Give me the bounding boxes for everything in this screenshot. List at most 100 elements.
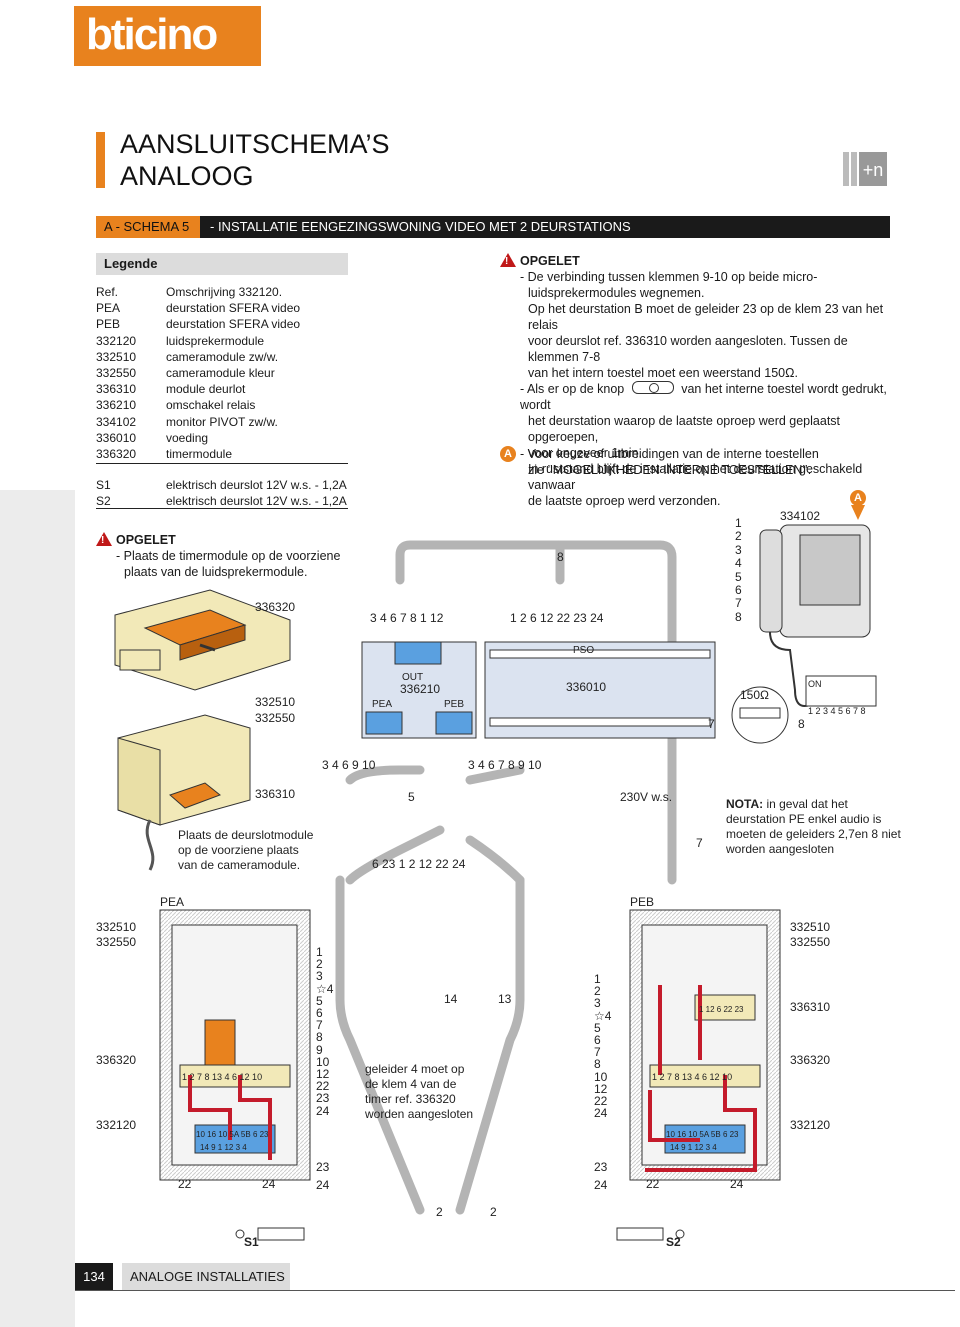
footer-section: ANALOGE INSTALLATIES [122,1263,290,1291]
legend-desc: elektrisch deurslot 12V w.s. - 1,2A [166,478,347,492]
peb-ref-332510: 332510 [790,920,831,934]
legend-desc: deurstation SFERA video [166,301,301,316]
timer-module-illustration [114,589,291,691]
cable-bundles [335,540,677,1215]
placement-note: Plaats de deurslotmodule op de voorziene… [178,828,314,872]
pea-ref-336320: 336320 [96,1053,137,1067]
legend-desc: monitor PIVOT zw/w. [166,414,278,429]
lbl-332510: 332510 [255,695,296,709]
right-terminal: 3 [594,996,601,1011]
legend-desc: cameramodule kleur [166,366,275,380]
psu-336010 [484,641,716,739]
wire-14: 14 [444,992,458,1006]
legend-desc: voeding [166,430,209,445]
left-terminal: 8 [316,1030,323,1045]
pea-term-bot1: 10 16 10 5A 5B 6 23 [196,1130,269,1139]
right-terminal: 22 [594,1094,608,1108]
page-number: 134 [75,1263,113,1291]
left-terminal: 1 [316,945,323,959]
legend-ref: 336310 [96,382,137,397]
left-terminal: 23 [316,1091,330,1106]
legend-desc: luidsprekermodule [166,333,265,348]
svg-text:+n: +n [863,160,884,180]
dip-switch [805,675,877,707]
right-terminal: 24 [594,1106,608,1121]
left-terminal: 2 [316,957,323,972]
monitor-marker: A [850,490,866,506]
legend-ref: 336010 [96,430,137,445]
legend-ref: 332120 [96,333,137,348]
peb-ref-332120: 332120 [790,1118,831,1132]
legend-ref: 334102 [96,414,137,429]
pea-term-bot2: 14 9 1 12 3 4 [200,1143,247,1152]
wire-7: 7 [696,836,703,850]
mid23-left-24: 24 [316,1178,330,1192]
legend-desc: module deurlot [166,382,246,397]
warning-left: OPGELET - Plaats de timermodule op de vo… [96,532,340,580]
warning-icon [500,253,516,270]
nota: NOTA: in geval dat het deurstation PE en… [726,797,901,856]
schema-description: - INSTALLATIE EENGEZINGSWONING VIDEO MET… [210,219,631,234]
button-icon [631,381,674,394]
legend-divider [96,463,348,464]
mid-right: 3 4 6 7 8 9 10 [468,758,542,772]
legend-ref: S2 [96,494,111,509]
lock-s1-label: S1 [244,1235,259,1249]
schema-bar [96,216,890,238]
camera-module-illustration [117,714,251,871]
dip-on: ON [808,679,822,689]
lbl-336320: 336320 [255,600,296,614]
right-terminal: 12 [594,1081,608,1096]
mid23-right-23: 23 [594,1160,608,1174]
wire-2-right: 2 [490,1205,497,1219]
mains-label: 230V w.s. [620,790,673,804]
left-terminal: 3 [316,969,323,984]
title-accent [96,132,105,188]
warning-icon [96,532,112,549]
left-terminal: 12 [316,1067,330,1081]
left-terminal: 5 [316,993,323,1008]
legend-ref: 336210 [96,398,137,413]
resistor-8: 8 [798,717,805,731]
peb-term-bot2: 14 9 1 12 3 4 [670,1143,717,1152]
mid-bottom: 6 23 1 2 12 22 24 [372,857,466,871]
arrow-icon [851,505,865,520]
monitor-terminal: 8 [735,609,742,624]
peb-relay-terms: 1 12 6 22 23 [699,1005,744,1014]
legend-ref: 336320 [96,447,137,461]
right-terminal: 1 [594,972,601,986]
left-terminal: 6 [316,1006,323,1020]
legend-desc: Omschrijving 332120. [166,285,283,299]
mid-left: 3 4 6 9 10 [322,758,376,772]
pea-term-top: 1 2 7 8 13 4 6 12 10 [182,1072,263,1082]
lock-left-24: 24 [262,1177,276,1191]
legend-desc: deurstation SFERA video [166,317,301,332]
peb-label: PEB [630,895,655,909]
monitor-terminal: 5 [735,569,742,584]
resistor-7: 7 [708,717,715,731]
right-terminal: 10 [594,1069,608,1084]
relay-peb: PEB [444,699,465,710]
mid-5: 5 [408,790,415,804]
right-terminal: 6 [594,1033,601,1047]
peb-ref-336320: 336320 [790,1053,831,1067]
door-lock-s1 [235,1227,305,1241]
legend-ref: Ref. [96,285,119,299]
legend-desc: elektrisch deurslot 12V w.s. - 1,2A [166,494,347,509]
legend-divider [96,508,348,509]
peb-ref-336310: 336310 [790,1000,831,1014]
peb-term-bot1: 10 16 10 5A 5B 6 23 [666,1130,739,1139]
monitor-terminal: 1 [735,516,742,530]
lbl-336310: 336310 [255,787,296,801]
red-wiring [188,985,757,1172]
right-terminal: 7 [594,1045,601,1060]
left-terminal: 7 [316,1018,323,1033]
door-station-pea [159,909,311,1181]
lock-right-22: 22 [646,1177,660,1191]
page-title: AANSLUITSCHEMA’S ANALOOG [120,129,390,191]
left-terminal: 9 [316,1042,323,1057]
legend-desc: timermodule [166,447,233,461]
relay-out: OUT [402,672,424,683]
warning-right: OPGELET - De verbinding tussen klemmen 9… [500,253,900,509]
